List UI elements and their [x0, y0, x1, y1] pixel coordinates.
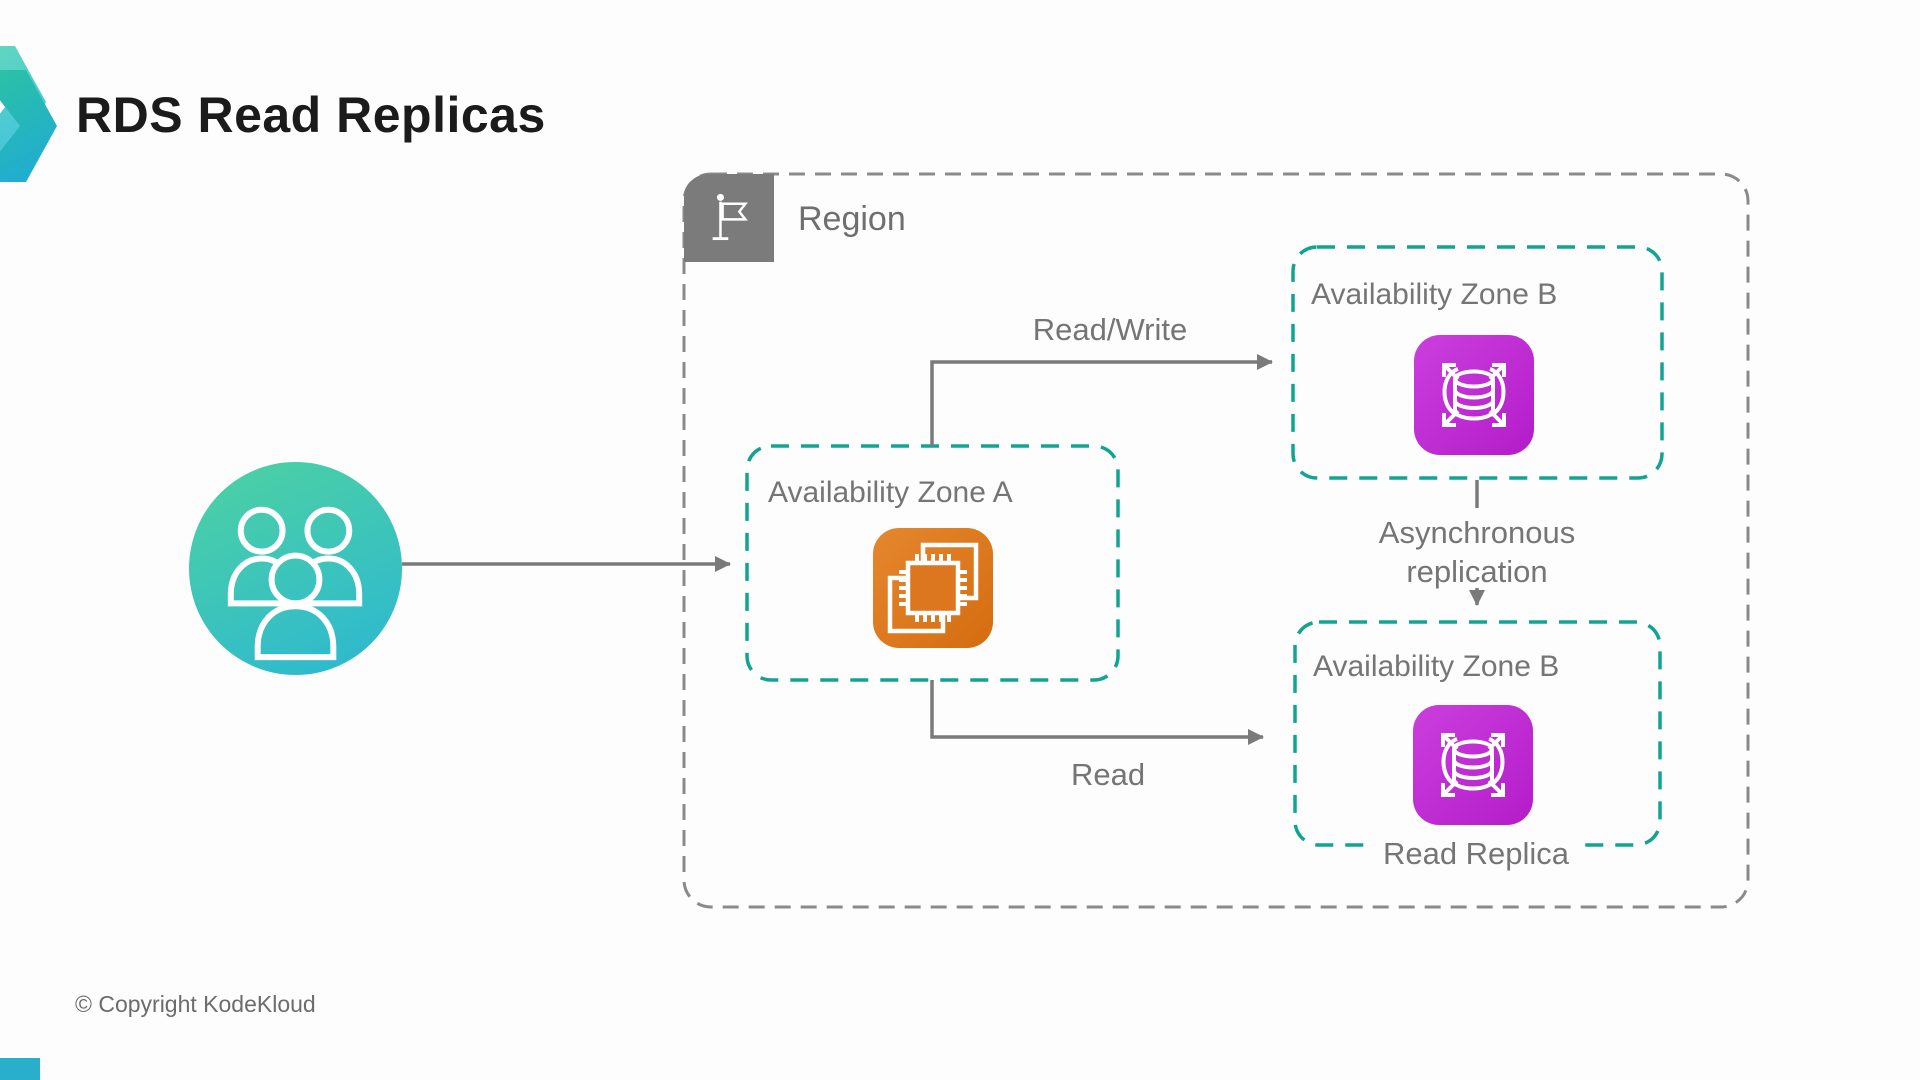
logo-chevron-front-icon [0, 70, 57, 182]
arrow-read-write [930, 354, 1273, 446]
rds-database-icon-primary [1414, 335, 1534, 455]
read-label: Read [1070, 757, 1146, 792]
ec2-instance-icon [873, 528, 993, 648]
flag-icon [712, 193, 748, 241]
zone-a-label: Availability Zone A [768, 476, 1013, 509]
read-replica-caption: Read Replica [1370, 836, 1582, 872]
video-progress-bar [0, 1058, 40, 1080]
zone-b-primary-box [1291, 245, 1664, 480]
region-box [682, 172, 1750, 909]
async-replication-label-line2: replication [1406, 554, 1548, 589]
copyright-text: © Copyright KodeKloud [75, 991, 316, 1017]
region-flag-chip [684, 174, 774, 262]
read-write-label: Read/Write [1032, 312, 1188, 347]
region-label: Region [798, 200, 906, 238]
zone-b-primary-label: Availability Zone B [1311, 278, 1558, 311]
page-title: RDS Read Replicas [76, 87, 546, 143]
rds-database-icon-replica [1413, 705, 1533, 825]
users-icon [188, 461, 403, 681]
zone-b-replica-label: Availability Zone B [1313, 650, 1560, 683]
async-replication-label-line1: Asynchronous [1378, 515, 1576, 550]
async-replication-label: Asynchronous replication [1379, 513, 1575, 591]
arrow-read [930, 680, 1264, 745]
